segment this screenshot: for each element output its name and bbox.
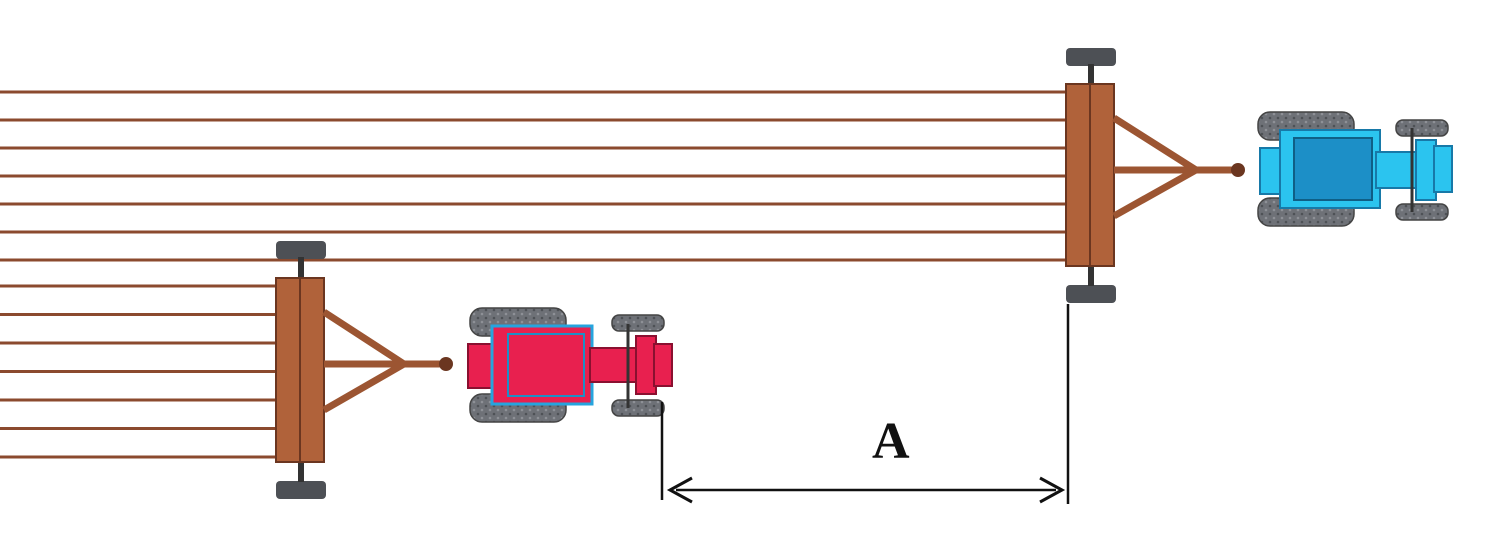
furrow-lines-lower (0, 284, 276, 459)
wheel-icon (1395, 119, 1449, 137)
tractor-icon (1257, 111, 1453, 227)
arrow-icon (666, 476, 693, 504)
wheel-icon (1066, 285, 1116, 303)
wheel-icon (1395, 203, 1449, 221)
arrow-icon (1039, 476, 1066, 504)
wheel-icon (611, 399, 665, 417)
dimension-marker (660, 304, 1070, 504)
wheel-icon (1066, 48, 1116, 66)
dimension-label: A (872, 413, 910, 470)
harrow-icon (275, 241, 453, 499)
harrow-icon (1065, 48, 1245, 303)
tractor-icon (467, 307, 673, 423)
wheel-icon (611, 314, 665, 332)
wheel-icon (276, 481, 326, 499)
furrow-lines-upper (0, 90, 1066, 262)
wheel-icon (276, 241, 326, 259)
